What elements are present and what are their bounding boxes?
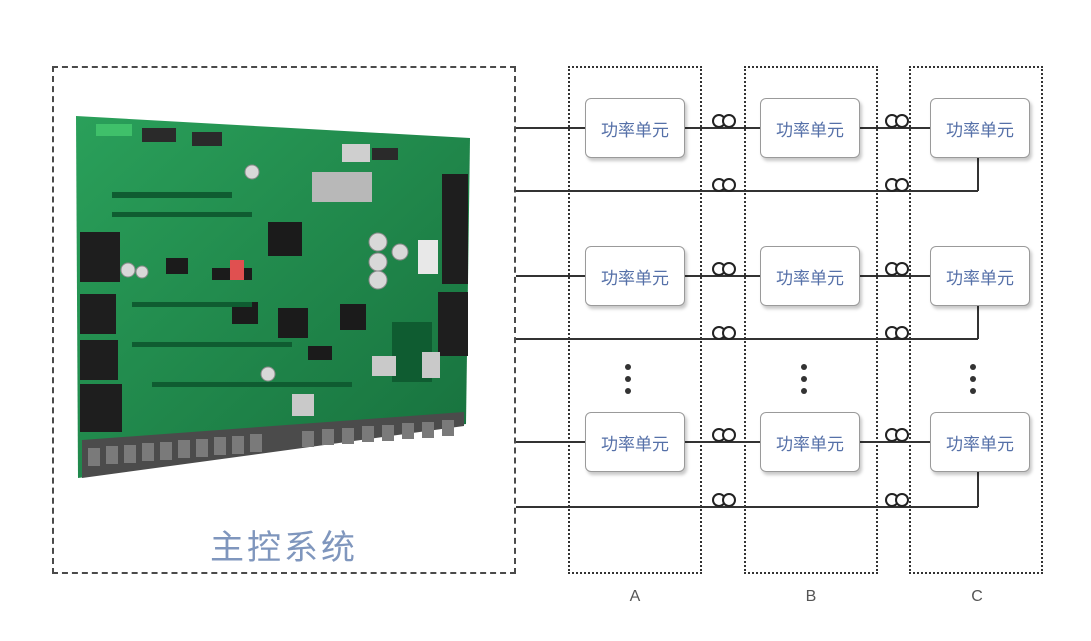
coupling-symbol xyxy=(722,114,736,128)
phase-column-b-frame xyxy=(744,66,878,574)
coupling-symbol xyxy=(895,262,909,276)
power-unit-b2: 功率单元 xyxy=(760,246,860,306)
coupling-symbol xyxy=(895,493,909,507)
coupling-symbol xyxy=(895,178,909,192)
ellipsis-b xyxy=(801,364,807,394)
power-unit-b3: 功率单元 xyxy=(760,412,860,472)
ellipsis-c xyxy=(970,364,976,394)
ellipsis-a xyxy=(625,364,631,394)
power-unit-b1: 功率单元 xyxy=(760,98,860,158)
power-unit-c2: 功率单元 xyxy=(930,246,1030,306)
phase-column-c-frame xyxy=(909,66,1043,574)
power-unit-a2: 功率单元 xyxy=(585,246,685,306)
column-label-b: B xyxy=(805,588,817,605)
coupling-symbol xyxy=(895,428,909,442)
column-label-c: C xyxy=(971,588,983,605)
coupling-symbol xyxy=(722,178,736,192)
coupling-symbol xyxy=(895,326,909,340)
power-unit-a1: 功率单元 xyxy=(585,98,685,158)
coupling-symbol xyxy=(722,493,736,507)
power-unit-c1: 功率单元 xyxy=(930,98,1030,158)
master-system-frame xyxy=(52,66,516,574)
coupling-symbol xyxy=(722,428,736,442)
master-system-label: 主控系统 xyxy=(210,528,358,568)
power-unit-c3: 功率单元 xyxy=(930,412,1030,472)
phase-column-a-frame xyxy=(568,66,702,574)
coupling-symbol xyxy=(895,114,909,128)
coupling-symbol xyxy=(722,326,736,340)
power-unit-a3: 功率单元 xyxy=(585,412,685,472)
control-board-image xyxy=(76,116,470,478)
column-label-a: A xyxy=(629,588,641,605)
coupling-symbol xyxy=(722,262,736,276)
